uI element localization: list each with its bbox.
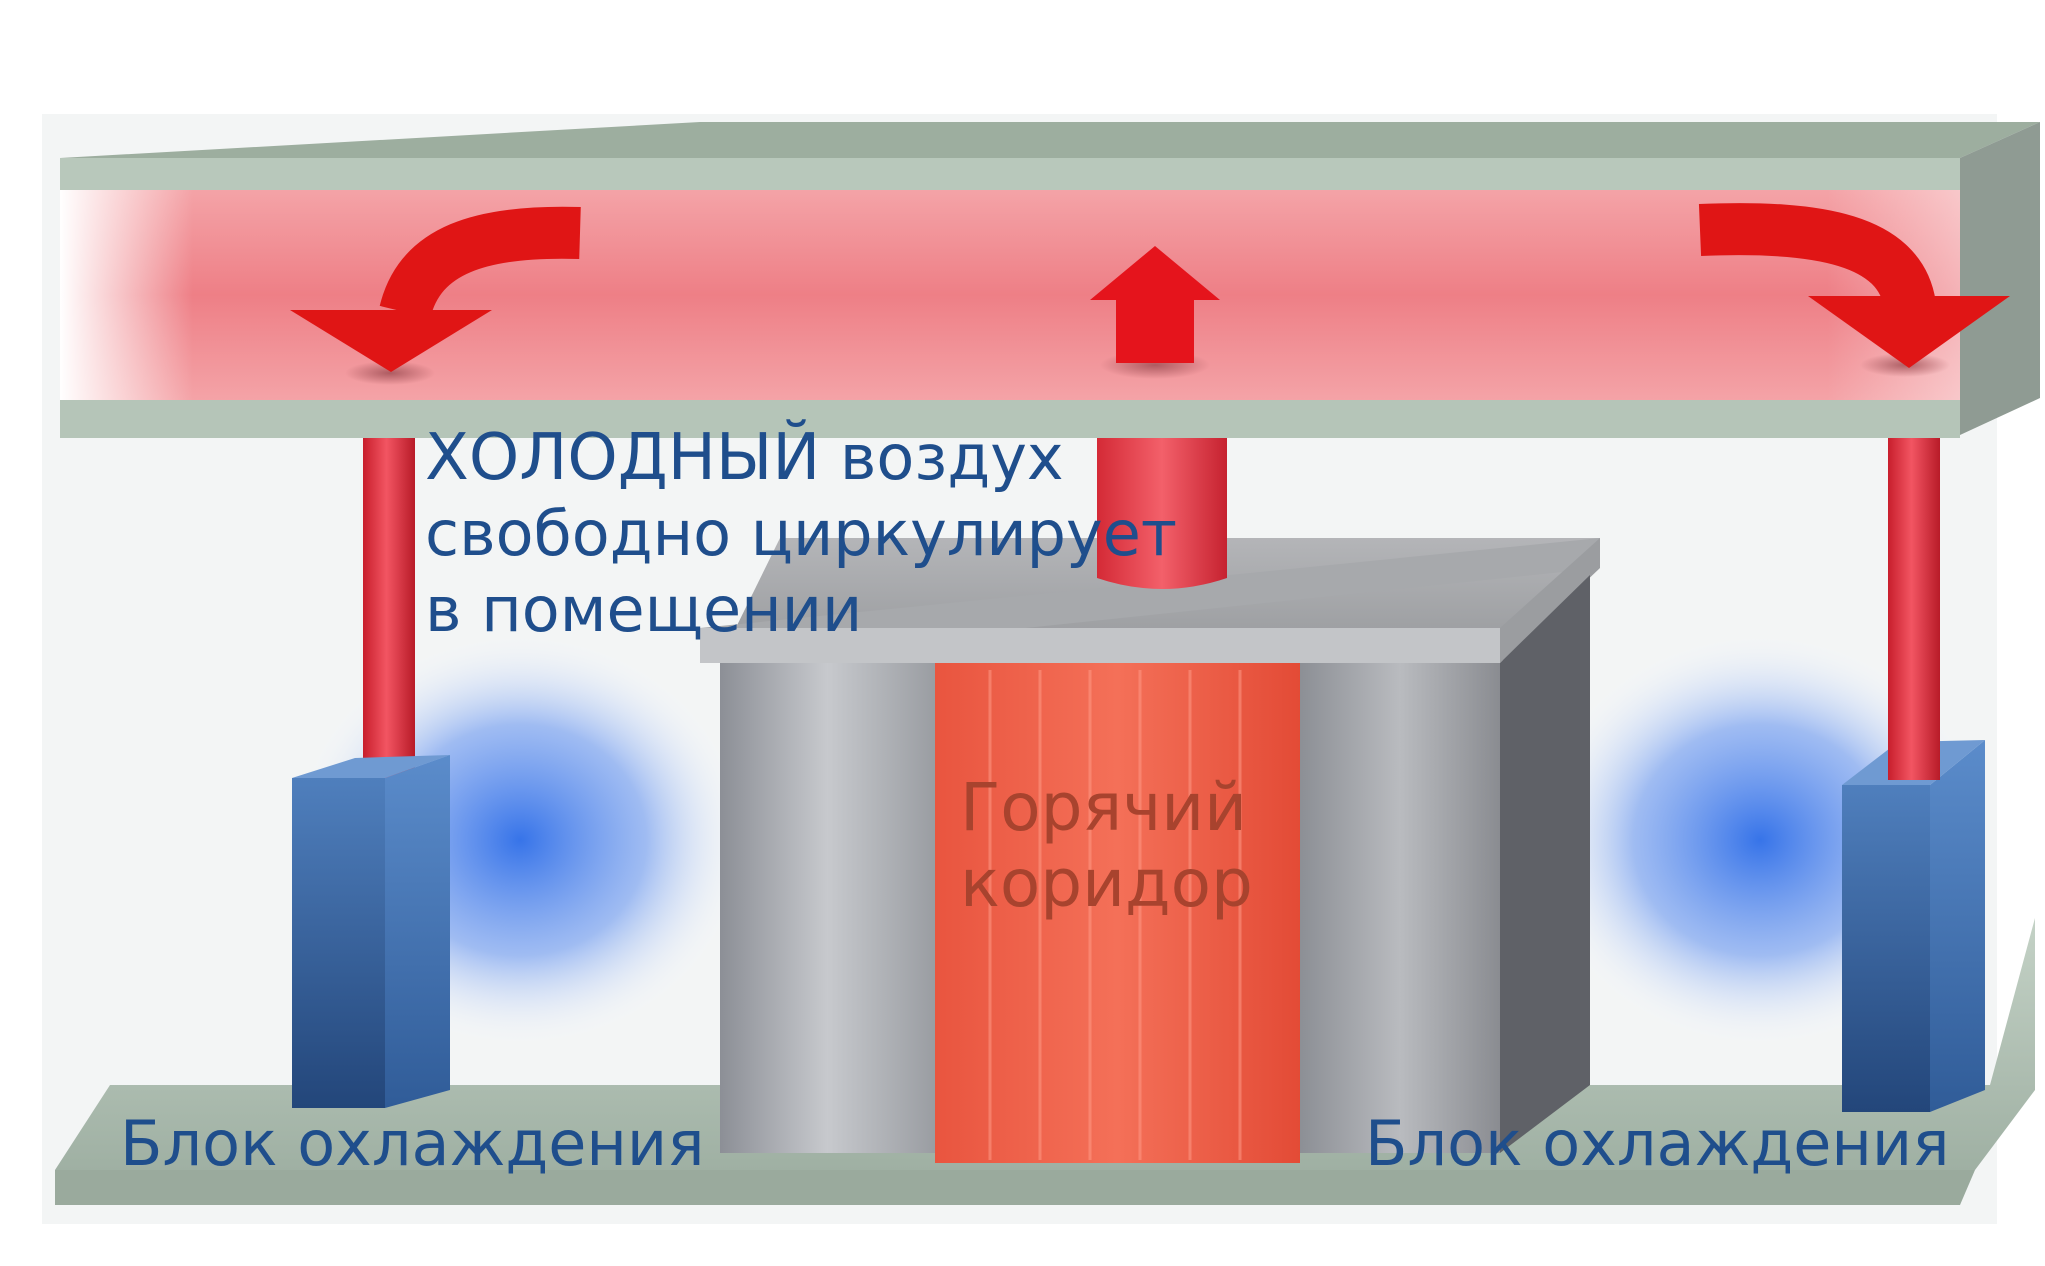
hot-aisle-label: Горячий коридор <box>960 769 1253 922</box>
server-rack-side <box>1500 575 1590 1153</box>
hot-air-arrow-right <box>1698 203 2010 368</box>
ceiling-duct-upper-lip <box>60 158 1960 190</box>
ceiling-duct-top <box>60 122 2040 158</box>
hot-air-arrow-left <box>290 206 581 372</box>
exhaust-pipe-center <box>1097 438 1227 589</box>
server-rack-left <box>720 663 935 1153</box>
cold-air-caption-line1: ХОЛОДНЫЙ воздух <box>425 420 1177 496</box>
cooling-unit-right-label: Блок охлаждения <box>1365 1107 1950 1180</box>
hot-aisle-door-strips <box>988 670 1242 1160</box>
return-pipe-left <box>363 438 415 783</box>
ceiling-duct-lower-lip <box>60 400 1960 438</box>
cooling-unit-left-label: Блок охлаждения <box>120 1107 705 1180</box>
cooling-unit-left <box>292 755 450 1108</box>
cold-air-caption-line2: свободно циркулирует <box>425 497 1177 570</box>
cold-air-caption-rest: воздух <box>820 421 1064 494</box>
floor-edge <box>55 1170 1975 1205</box>
hot-air-arrow-up <box>1090 246 1220 363</box>
cold-air-caption-caps: ХОЛОДНЫЙ <box>425 421 821 495</box>
ceiling-duct-right-face <box>1960 122 2040 435</box>
cold-air-caption: ХОЛОДНЫЙ воздух свободно циркулирует в п… <box>425 420 1177 648</box>
cold-air-caption-line3: в помещении <box>425 573 863 646</box>
vent-left <box>345 361 435 385</box>
return-pipe-right <box>1888 438 1940 775</box>
hot-aisle-label-line2: коридор <box>960 845 1253 922</box>
cooling-unit-right <box>1842 740 1985 1112</box>
hot-aisle-label-line1: Горячий <box>960 769 1248 846</box>
return-pipe-right-joint <box>1888 740 1940 780</box>
ceiling-duct-edge-fade <box>60 190 1960 400</box>
hot-aisle-enclosure <box>700 538 1600 1163</box>
server-rack-right <box>1300 663 1500 1153</box>
